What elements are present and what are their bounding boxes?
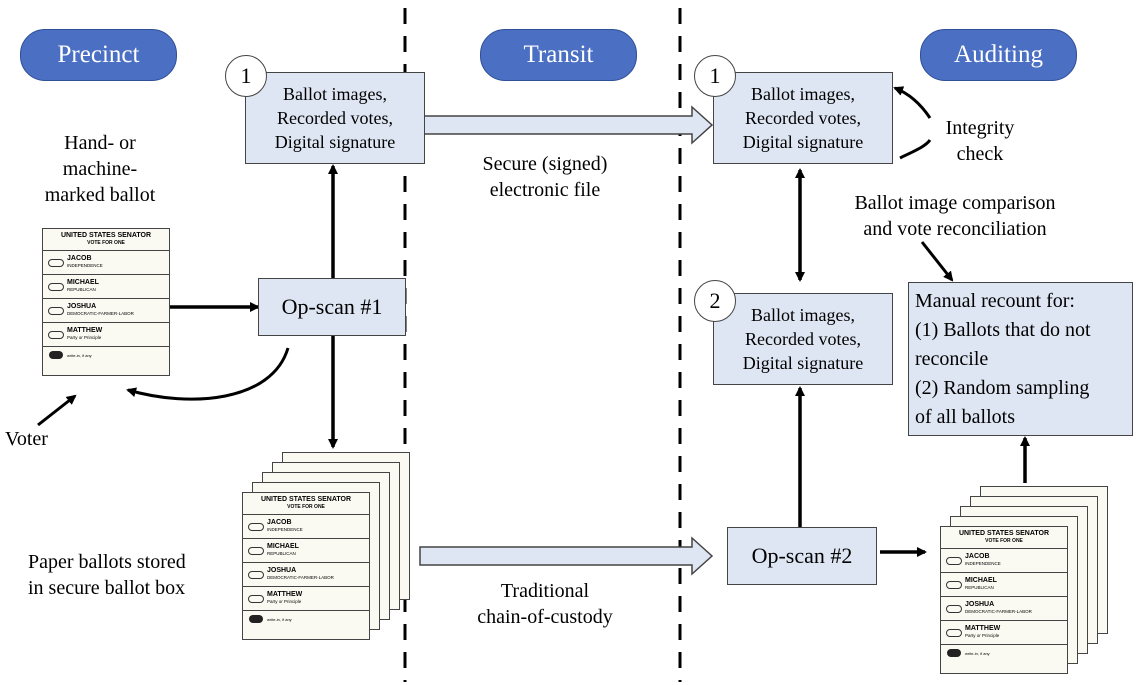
header-transit: Transit — [480, 29, 637, 81]
box-line-images: Ballot images, — [751, 305, 855, 325]
box-line-votes: Recorded votes, — [277, 108, 393, 128]
transit-arrow-top — [419, 105, 714, 145]
step-circle-2-audit: 2 — [694, 280, 736, 322]
marked-ballot: UNITED STATES SENATOR VOTE FOR ONE JACOB… — [42, 228, 170, 376]
precinct-data-box: Ballot images, Recorded votes, Digital s… — [245, 72, 425, 164]
box-line-images: Ballot images, — [751, 84, 855, 104]
hand-marked-label: Hand- or machine- marked ballot — [44, 132, 156, 206]
manual-recount-box: Manual recount for: (1) Ballots that do … — [908, 282, 1133, 436]
integrity-check-label: Integrity check — [945, 117, 1015, 165]
chain-of-custody-label: Traditional chain-of-custody — [477, 580, 613, 628]
box-line-votes: Recorded votes, — [745, 329, 861, 349]
stacked-ballot: UNITED STATES SENATOR VOTE FOR ONE JACOB… — [242, 492, 370, 640]
paper-ballots-stored-label: Paper ballots stored in secure ballot bo… — [28, 551, 186, 599]
transit-arrow-bottom — [419, 536, 714, 576]
ballot-comparison-label: Ballot image comparison and vote reconci… — [854, 192, 1056, 240]
header-precinct: Precinct — [20, 29, 177, 81]
op-scan-1: Op-scan #1 — [258, 278, 406, 336]
step-circle-1-audit: 1 — [694, 55, 736, 97]
stacked-ballot: UNITED STATES SENATOR VOTE FOR ONE JACOB… — [940, 526, 1068, 674]
audit-data-box-1: Ballot images, Recorded votes, Digital s… — [713, 72, 893, 164]
box-line-signature: Digital signature — [274, 132, 396, 152]
audit-data-box-2: Ballot images, Recorded votes, Digital s… — [713, 293, 893, 385]
voter-label: Voter — [5, 428, 48, 450]
box-line-signature: Digital signature — [742, 132, 864, 152]
box-line-signature: Digital signature — [742, 353, 864, 373]
box-line-images: Ballot images, — [283, 84, 387, 104]
op-scan-2: Op-scan #2 — [727, 527, 877, 585]
secure-file-label: Secure (signed) electronic file — [482, 153, 608, 201]
box-line-votes: Recorded votes, — [745, 108, 861, 128]
step-circle-1-precinct: 1 — [225, 55, 267, 97]
header-auditing: Auditing — [920, 29, 1077, 81]
